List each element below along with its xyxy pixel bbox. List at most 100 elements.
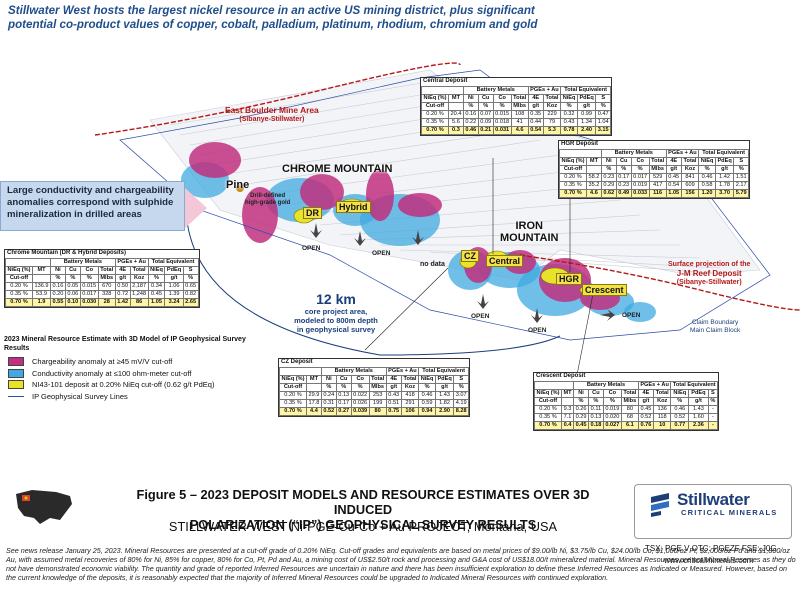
table-cell: 0.32: [560, 109, 578, 119]
span-sub-b: modeled to 800m depth: [294, 316, 378, 325]
table-cell: 0.17: [615, 172, 632, 182]
jm-reef-label: Surface projection of the J-M Reef Depos…: [668, 260, 750, 287]
table-cell: %: [147, 273, 166, 283]
table-cell: NiEq: [698, 156, 716, 166]
table-cell: %: [50, 273, 66, 283]
table-cell: g/t: [665, 164, 682, 174]
table-cell: 0.16: [462, 109, 479, 119]
table-cell: %: [350, 382, 370, 392]
table-cell: 2.65: [182, 297, 199, 307]
table-cell: 0.50: [114, 281, 131, 291]
table-title: CZ Deposit: [281, 359, 313, 365]
table-cell: g/t: [688, 396, 709, 406]
company-website[interactable]: www.criticalminerals.com: [664, 556, 754, 565]
table-cell: 0.09: [477, 117, 494, 127]
table-cell: 0.35 %: [5, 289, 33, 299]
table-cell: Co: [602, 388, 622, 398]
table-cell: 1.82: [434, 398, 455, 408]
legend-item-deposit: NI43-101 deposit at 0.20% NiEq cut-off (…: [8, 379, 266, 391]
us-map-icon: [16, 490, 72, 524]
table-cell: Cu: [64, 265, 81, 275]
table-cell: [586, 164, 602, 174]
jm-reef-line: [519, 254, 801, 311]
table-cell: 0.017: [630, 172, 650, 182]
table-cell: 3.70: [714, 188, 735, 198]
table-cell: 529: [648, 172, 667, 182]
table-cell: 199: [368, 398, 387, 408]
table-cell: 0.59: [418, 398, 436, 408]
pine-gold-marker: [236, 184, 244, 192]
table-title: Crescent Deposit: [536, 373, 586, 379]
table-cell: PGEs + Au: [637, 380, 672, 390]
legend-label-survey-lines: IP Geophysical Survey Lines: [32, 391, 128, 401]
table-cell: 0.47: [595, 109, 612, 119]
table-cell: 10: [653, 420, 672, 430]
table-cell: 1.05: [665, 188, 682, 198]
table-cell: %: [453, 382, 470, 392]
table-cell: 328: [97, 289, 116, 299]
table-cell: 5.3: [542, 125, 562, 135]
east-boulder-label: East Boulder Mine Area (Sibanye-Stillwat…: [225, 106, 319, 124]
anomaly-callout: Large conductivity and chargeability ano…: [0, 181, 185, 231]
ticker-symbols: TSX: PGE.V OTC: PGEZF FSE: J0G: [645, 544, 777, 553]
table-cell: Total: [510, 93, 529, 103]
table-cell: %: [418, 382, 436, 392]
map-area: Large conductivity and chargeability ano…: [0, 40, 801, 480]
table-cell: Cut-off: [534, 396, 562, 406]
chrome-mountain-label: CHROME MOUNTAIN: [282, 163, 393, 175]
table-cell: 0.033: [630, 188, 650, 198]
table-cell: 0.20 %: [5, 281, 33, 291]
table-cell: Mlbs: [510, 101, 529, 111]
table-cell: 0.10: [64, 297, 81, 307]
table-cell: 17.8: [306, 398, 322, 408]
table-cell: Total Equivalent: [670, 380, 719, 390]
table-cell: g/t: [434, 382, 455, 392]
table-cell: 9.3: [560, 404, 575, 414]
table-cell: %: [335, 382, 352, 392]
table-cell: %: [182, 273, 199, 283]
table-cell: 0.77: [670, 420, 690, 430]
table-cell: 0.62: [600, 188, 617, 198]
chrome-mountain-table: Chrome Mountain (DR & Hybrid Deposits)Ba…: [4, 249, 200, 308]
table-cell: 41: [510, 117, 529, 127]
table-cell: 0.11: [587, 404, 604, 414]
open-label-1: OPEN: [302, 245, 321, 252]
table-cell: 118: [653, 412, 672, 422]
table-cell: %: [595, 101, 612, 111]
table-cell: 0.75: [385, 406, 402, 416]
table-cell: Cu: [587, 388, 604, 398]
span-sub-c: in geophysical survey: [296, 325, 376, 334]
disclaimer: See news release January 25, 2023. Miner…: [6, 546, 796, 582]
table-cell: [32, 273, 51, 283]
figure-title-b: POLARIZATION (“IP”) GEOPHYSICAL SURVEY R…: [189, 517, 537, 532]
legend-label-conductivity: Conductivity anomaly at ≤100 ohm-meter c…: [32, 368, 192, 378]
table-cell: 0.35 %: [279, 398, 307, 408]
table-cell: 0.70 %: [421, 125, 449, 135]
table-cell: 0.06: [64, 289, 81, 299]
table-cell: 1.06: [164, 281, 184, 291]
table-cell: Cu: [335, 374, 352, 384]
table-cell: 1.39: [164, 289, 184, 299]
open-label-2: OPEN: [372, 250, 391, 257]
table-cell: 4E: [637, 388, 655, 398]
table-cell: Total Equivalent: [147, 257, 199, 267]
table-cell: Koz: [542, 101, 562, 111]
table-cell: 0.20 %: [559, 172, 587, 182]
table-cell: [279, 366, 322, 376]
table-cell: Total Equivalent: [418, 366, 470, 376]
table-cell: 3.15: [595, 125, 612, 135]
table-cell: NiEq (%): [5, 265, 33, 275]
table-cell: 0.46: [418, 390, 436, 400]
table-cell: 1.42: [114, 297, 131, 307]
table-cell: 0.51: [385, 398, 402, 408]
table-cell: 0.45: [637, 404, 655, 414]
